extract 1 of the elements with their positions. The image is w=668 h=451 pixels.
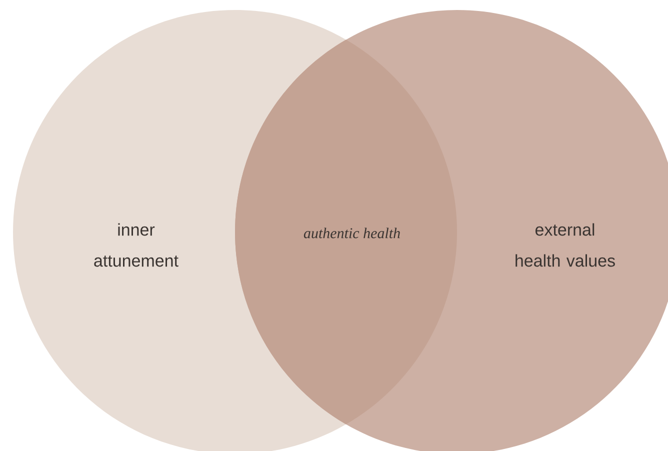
overlap-label: authentic health xyxy=(304,228,400,238)
